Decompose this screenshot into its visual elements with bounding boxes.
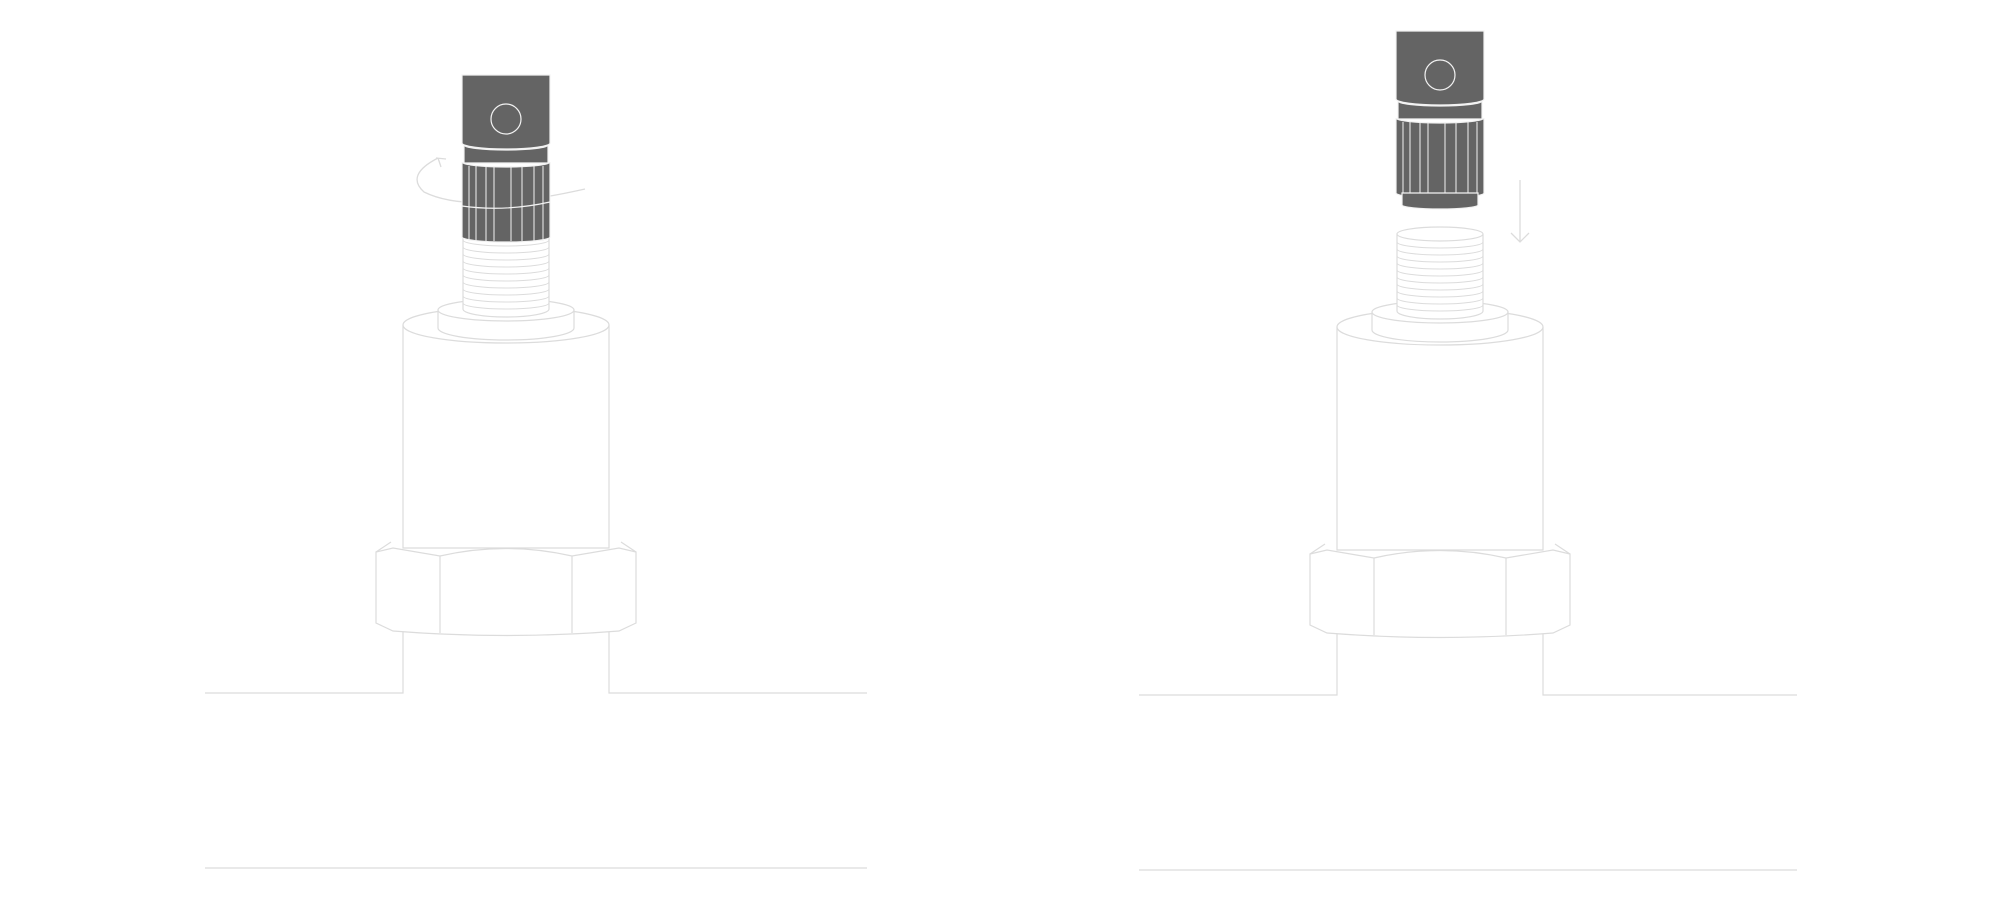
thread-ring xyxy=(462,246,550,254)
thread-ring xyxy=(462,253,550,261)
thread-ring xyxy=(462,295,550,303)
thread-ring xyxy=(462,260,550,268)
connector-attached xyxy=(416,74,586,243)
connector-raised xyxy=(1395,30,1485,210)
thread-ring xyxy=(1396,283,1484,291)
connector-sleeve xyxy=(1401,192,1479,210)
hex-nut-edges xyxy=(375,541,637,633)
knurled-nut xyxy=(461,161,551,243)
knurled-nut xyxy=(1395,117,1485,199)
knurl-band xyxy=(461,201,551,209)
thread-ring xyxy=(1396,241,1484,249)
stud-top xyxy=(1396,226,1484,242)
thread-ring xyxy=(1396,248,1484,256)
figure-1 xyxy=(205,224,867,869)
thread-ring xyxy=(462,274,550,282)
thread-ring xyxy=(1396,255,1484,263)
connector-pin-circle xyxy=(490,103,522,135)
thread-ring xyxy=(462,281,550,289)
thread-ring xyxy=(1396,269,1484,277)
mounting-surface xyxy=(205,630,867,694)
connector-collar xyxy=(463,144,549,164)
connector-head xyxy=(461,74,551,150)
sensor-body xyxy=(1336,327,1544,551)
connector-head xyxy=(1395,30,1485,106)
down-arrow-icon xyxy=(1510,180,1530,243)
hex-nut xyxy=(1309,549,1571,639)
connector-pin-circle xyxy=(1424,59,1456,91)
thread-ring xyxy=(1396,262,1484,270)
thread-ring xyxy=(1396,276,1484,284)
sensor-body xyxy=(402,325,610,549)
hex-nut xyxy=(375,547,637,637)
thread-ring xyxy=(1396,297,1484,305)
thread-ring xyxy=(462,267,550,275)
thread-ring xyxy=(462,302,550,310)
connector-collar xyxy=(1397,100,1483,120)
thread-ring xyxy=(462,239,550,247)
thread-ring xyxy=(1396,290,1484,298)
rotate-arrow-icon xyxy=(435,157,447,168)
thread-ring xyxy=(1396,304,1484,312)
hex-nut-edges xyxy=(1309,543,1571,635)
figure-2 xyxy=(1139,226,1797,871)
mounting-surface xyxy=(1139,632,1797,696)
thread-ring xyxy=(462,288,550,296)
